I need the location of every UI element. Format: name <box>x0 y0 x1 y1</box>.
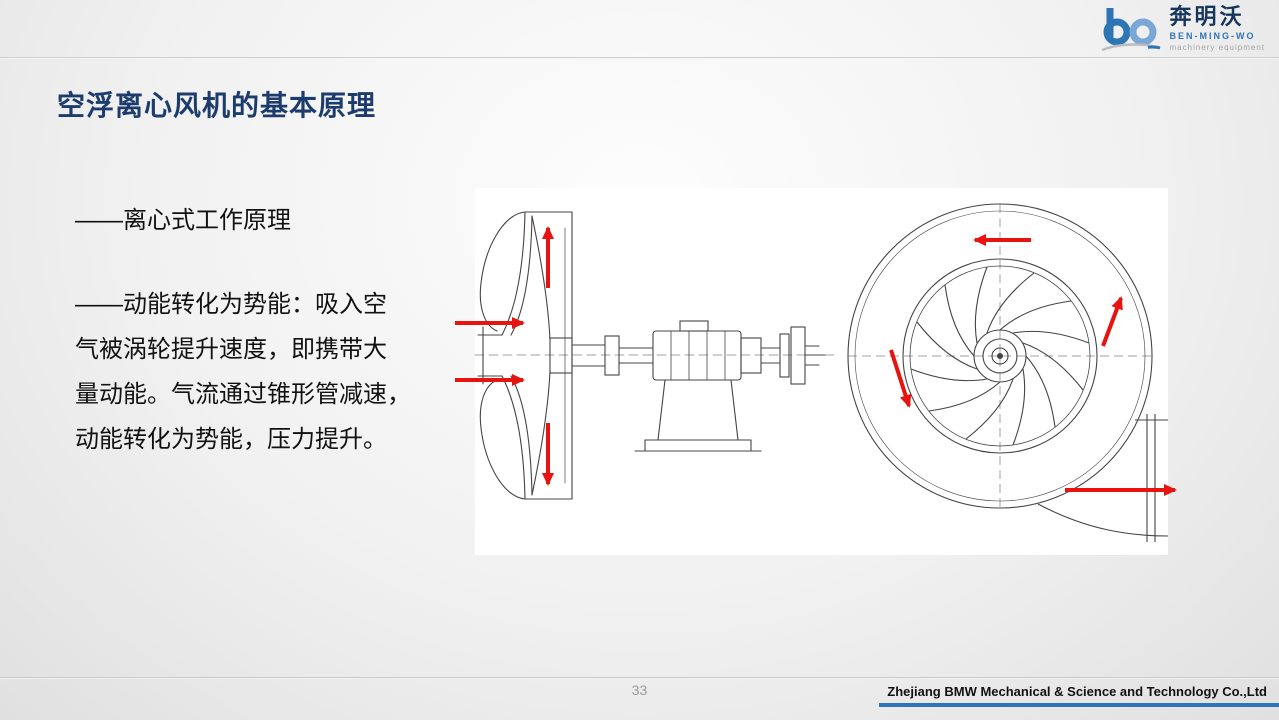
footer-divider <box>0 677 1279 679</box>
logo-mark-icon <box>1101 8 1160 52</box>
logo-text: 奔明沃 BEN-MING-WO machinery equipment <box>1170 5 1265 52</box>
body-paragraph: ——动能转化为势能：吸入空 气被涡轮提升速度，即携带大 量动能。气流通过锥形管减… <box>75 282 455 462</box>
footer-accent-bar <box>879 703 1279 707</box>
footer-company-name: Zhejiang BMW Mechanical & Science and Te… <box>887 684 1267 699</box>
paragraph-line: 气被涡轮提升速度，即携带大 <box>75 336 387 363</box>
company-logo: 奔明沃 BEN-MING-WO machinery equipment <box>1100 5 1265 53</box>
airflow-arrows <box>455 226 1177 496</box>
company-name-en: BEN-MING-WO <box>1169 31 1256 42</box>
body-subtitle: ——离心式工作原理 <box>75 207 291 234</box>
paragraph-line: ——动能转化为势能：吸入空 <box>75 291 387 318</box>
paragraph-line: 量动能。气流通过锥形管减速， <box>75 381 411 408</box>
side-view-drawing <box>474 211 836 500</box>
paragraph-line: 动能转化为势能，压力提升。 <box>75 426 387 453</box>
diagram-background <box>475 188 1168 555</box>
page-number: 33 <box>631 682 648 698</box>
company-name-cn: 奔明沃 <box>1169 4 1245 29</box>
front-view-drawing <box>847 203 1169 542</box>
centrifugal-fan-diagram <box>455 188 1177 555</box>
slide-title: 空浮离心风机的基本原理 <box>57 90 377 121</box>
company-tagline: machinery equipment <box>1169 43 1265 53</box>
header-divider <box>0 57 1279 59</box>
